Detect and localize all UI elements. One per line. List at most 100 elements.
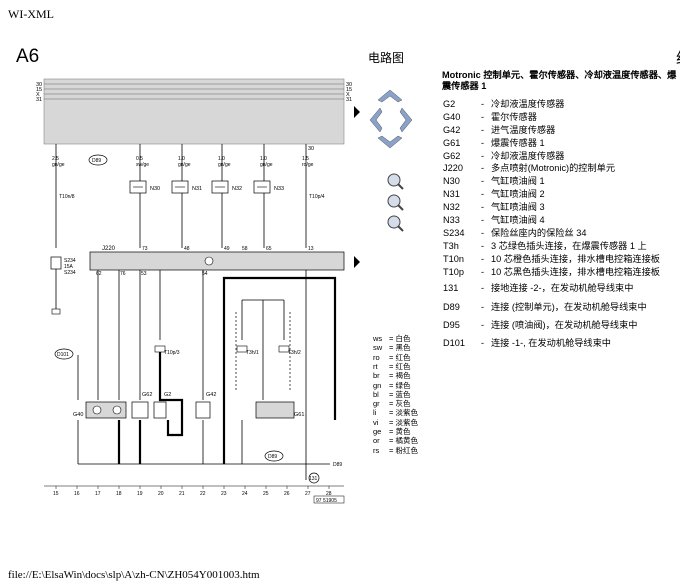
component-row: G40-霍尔传感器 [443,112,537,122]
component-code: N31 [443,189,460,199]
sensor-g61 [255,401,295,419]
sensor-g62 [131,401,149,419]
rail-label: 15 [346,87,352,93]
splice-label: D89 [92,158,101,164]
component-row: D101-连接 -1-, 在发动机舱导线束中 [443,338,611,348]
ground-label: D89 [333,462,342,468]
scale-number: 27 [305,491,311,497]
fuse-s234 [50,256,62,270]
scale-number: 15 [53,491,59,497]
page-arrow-icon [354,256,360,268]
component-code: S234 [443,228,465,238]
component-row: G2-冷却液温度传感器 [443,99,565,109]
component-code: G61 [443,138,461,148]
svg-text:58: 58 [242,246,248,252]
svg-text:65: 65 [266,246,272,252]
component-row: G62-冷却液温度传感器 [443,151,565,161]
component-desc: 气缸喷油阀 3 [491,202,545,212]
component-row: T3h-3 芯绿色插头连接，在爆震传感器 1 上 [443,241,647,251]
splice-d101 [54,348,74,360]
edge-char: 约 [676,47,680,68]
svg-text:53: 53 [141,271,147,277]
injector-n33: N33 [253,180,284,194]
pan-right-icon[interactable] [399,107,413,133]
injector-n32: N32 [211,180,242,194]
page-id: A6 [16,46,40,67]
component-desc: 多点喷射(Motronic)的控制单元 [491,163,616,173]
control-unit-label: J220 [102,246,116,252]
component-desc: 10 芯橙色插头连接，排水槽电控箱连接板 [491,254,660,264]
sensor-label: G42 [206,392,216,398]
component-code: T10n [443,254,464,264]
zoom-reset-icon[interactable] [387,215,404,232]
svg-text:N31: N31 [192,186,202,192]
zoom-in-icon[interactable] [387,173,404,190]
rail-label: X [346,92,350,98]
control-unit-j220 [89,251,345,271]
terminal-label: 30 [308,146,314,152]
component-row: G61-爆震传感器 1 [443,138,545,148]
ground-131 [308,472,320,484]
rail-label: 30 [346,82,352,88]
component-code: G62 [443,151,461,161]
component-row: N30-气缸喷油阀 1 [443,176,545,186]
connector-label: T10p/3 [164,350,180,356]
zoom-out-icon[interactable] [387,194,404,211]
legend-heading: Motronic 控制单元、霍尔传感器、冷却液温度传感器、爆震传感器 1 [442,70,677,91]
pan-down-icon[interactable] [377,135,403,149]
rail-label: X [36,92,40,98]
component-desc: 冷却液温度传感器 [491,151,565,161]
svg-text:N33: N33 [274,186,284,192]
sensor-label: G40 [73,412,83,418]
rail-label: 31 [36,97,42,103]
component-code: N32 [443,202,460,212]
svg-text:62: 62 [96,271,102,277]
scale-number: 19 [137,491,143,497]
component-code: 131 [443,283,459,293]
splice-label: 131 [309,476,318,482]
pan-left-icon[interactable] [369,107,383,133]
component-desc: 保险丝座内的保险丝 34 [491,228,587,238]
component-code: N33 [443,215,460,225]
component-desc: 霍尔传感器 [491,112,537,122]
color-code-row: rs= 粉红色 [373,445,418,455]
splice-label: D101 [57,352,69,358]
color-code-row: ge= 黄色 [373,427,411,436]
component-desc: 10 芯黑色插头连接，排水槽电控箱连接板 [491,267,660,277]
svg-text:54: 54 [202,271,208,277]
navigation-controls [369,89,413,232]
color-code-row: ws= 白色 [373,334,411,343]
splice-d89 [88,154,108,166]
pan-up-icon[interactable] [377,89,403,103]
scale-number: 23 [221,491,227,497]
component-desc: 气缸喷油阀 4 [491,215,545,225]
color-code-row: bl= 蓝色 [373,389,411,399]
power-rail-panel [43,78,345,145]
svg-text:N32: N32 [232,186,242,192]
component-desc: 接地连接 -2-，在发动机舱导线束中 [491,283,634,293]
svg-text:48: 48 [184,246,190,252]
fuse-rating: 15A [64,264,74,270]
scale-number: 18 [116,491,122,497]
diagram-title: 电路图 [368,51,405,65]
splice-d89 [264,450,284,462]
color-code-row: li= 淡紫色 [373,408,418,418]
component-desc: 进气温度传感器 [491,125,556,135]
component-row: D95-连接 (喷油阀)，在发动机舱导线束中 [443,320,638,330]
svg-text:73: 73 [142,246,148,252]
page-arrow-icon [354,106,360,118]
color-code-row: ro= 红色 [373,352,411,362]
component-desc: 气缸喷油阀 1 [491,176,545,186]
component-code: G40 [443,112,461,122]
component-row: N31-气缸喷油阀 2 [443,189,545,199]
component-code: D95 [443,320,460,330]
scale-number: 25 [263,491,269,497]
scale-number: 17 [95,491,101,497]
component-desc: 连接 -1-, 在发动机舱导线束中 [491,338,611,348]
